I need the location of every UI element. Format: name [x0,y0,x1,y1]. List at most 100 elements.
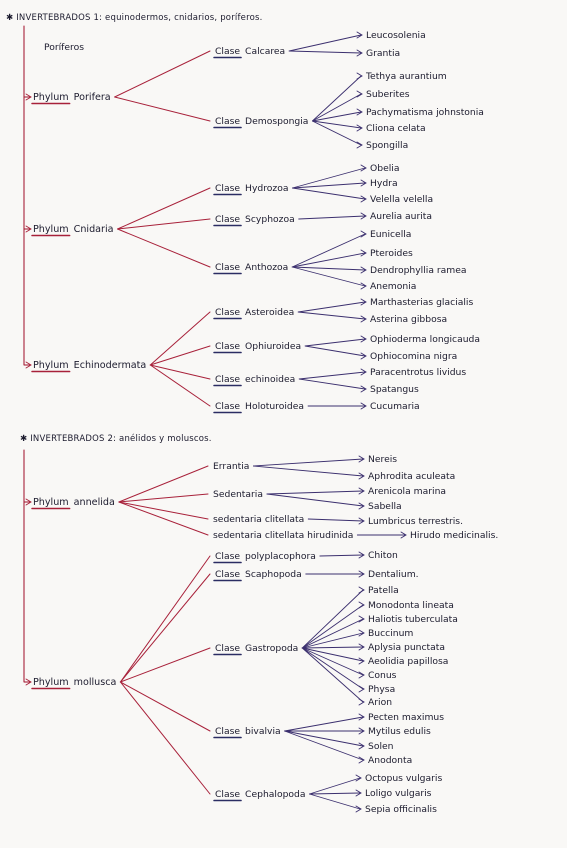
class-label-name: Demospongia [245,116,308,127]
arrow-icon [358,756,365,764]
arrow-icon [355,805,362,813]
class-branch [288,50,362,54]
arrow-icon [358,570,365,578]
species-label: Ophioderma longicauda [370,334,480,345]
class-branch [301,647,364,703]
arrow-icon [360,282,367,290]
class-label-name: Holoturoidea [245,401,304,412]
arrow-icon [360,179,367,187]
class-branch [301,618,364,649]
species-label: Asterina gibbosa [370,314,447,325]
class-branch [319,554,364,557]
section-title: ✱ INVERTEBRADOS 2: anélidos y moluscos. [20,433,212,444]
arrow-icon [358,698,365,706]
phylum-branch [119,681,211,795]
phylum-branch [119,681,211,732]
species-label: Ophiocomina nigra [370,351,457,362]
arrow-icon [360,368,367,376]
species-label: Aplysia punctata [368,642,445,653]
class-branch [291,233,366,268]
arrow-icon [358,629,365,637]
phylum-branch [149,345,211,366]
class-label-lead: Clase [215,643,240,654]
arrow-icon [358,586,365,594]
class-label-lead: Clase [215,551,240,562]
class-branch [309,777,361,795]
species-label: Aeolidia papillosa [368,656,448,667]
class-label-name: polyplacophora [245,551,316,562]
phylum-label-name: annelida [74,497,115,508]
class-label-lead: Clase [215,789,240,800]
species-label: Monodonta lineata [368,600,454,611]
species-label: Anodonta [368,755,412,766]
phylum-label-lead: Phylum [33,677,69,688]
arrow-icon [358,671,365,679]
class-branch [284,730,364,761]
species-label: Marthasterias glacialis [370,297,473,308]
arrow-icon [25,361,32,369]
phylum-branch [117,218,211,230]
class-branch [292,187,366,200]
species-label: Obelia [370,163,399,174]
arrow-icon [360,266,367,274]
arrow-icon [355,789,362,797]
phylum-label-name: Porifera [74,92,111,103]
class-branch [301,647,364,690]
species-label: Arenicola marina [368,486,446,497]
class-label-lead: Clase [215,726,240,737]
class-label-name: Errantia [213,461,249,472]
species-label: Eunicella [370,229,411,240]
class-branch [298,378,366,390]
species-label: Nereis [368,454,397,465]
class-branch [291,266,366,271]
class-branch [311,120,362,129]
arrow-icon [356,124,363,132]
arrow-icon [356,108,363,116]
arrow-icon [400,531,407,539]
arrow-icon [360,402,367,410]
class-branch [311,120,362,146]
arrow-icon [360,195,367,203]
class-label-name: Ophiuroidea [245,341,301,352]
species-label: Physa [368,684,395,695]
arrow-icon [25,678,32,686]
arrow-icon [360,298,367,306]
class-label-name: bivalvia [245,726,281,737]
species-label: Mytilus edulis [368,726,431,737]
class-label-name: Scyphozoa [245,214,295,225]
class-label-lead: Clase [215,341,240,352]
species-label: Dentalium. [368,569,419,580]
class-branch [301,647,364,662]
class-branch [309,793,361,810]
arrow-icon [356,141,363,149]
phylum-label-name: mollusca [74,677,117,688]
class-branch [301,589,364,649]
species-label: Leucosolenia [366,30,426,41]
arrow-icon [358,601,365,609]
species-label: Chiton [368,550,398,561]
class-label-name: Anthozoa [245,262,288,273]
class-label-name: Sedentaria [213,489,263,500]
arrow-icon [358,487,365,495]
phylum-branch [119,555,211,683]
species-label: Arion [368,697,392,708]
phylum-branch [114,50,211,98]
class-label-name: sedentaria clitellata hirudinida [213,530,353,541]
arrow-icon [356,49,363,57]
arrow-icon [25,225,32,233]
arrow-icon [360,315,367,323]
arrow-icon [358,455,365,463]
species-label: Buccinum [368,628,413,639]
arrow-icon [358,502,365,510]
phylum-branch [118,465,209,503]
phylum-branch [117,187,211,230]
arrow-icon [358,615,365,623]
class-label-name: Calcarea [245,46,285,57]
phylum-label-lead: Phylum [33,224,69,235]
phylum-label-name: Cnidaria [74,224,114,235]
species-label: Loligo vulgaris [365,788,432,799]
arrow-icon [358,657,365,665]
arrow-icon [360,230,367,238]
arrow-icon [356,90,363,98]
